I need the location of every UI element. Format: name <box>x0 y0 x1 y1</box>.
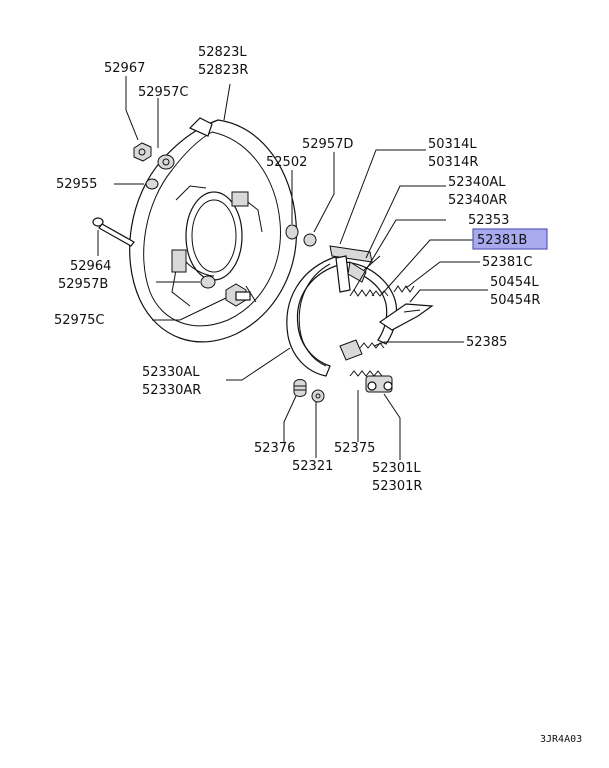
label-52964[interactable]: 52964 <box>70 259 111 274</box>
label-52957b[interactable]: 52957B <box>58 277 108 292</box>
diagram-code: 3JR4A03 <box>540 734 582 745</box>
label-52330ar[interactable]: 52330AR <box>142 383 201 398</box>
spring-52353[interactable] <box>349 289 375 297</box>
label-52823l[interactable]: 52823L <box>198 45 247 60</box>
label-52502[interactable]: 52502 <box>266 155 307 170</box>
nut-52957c[interactable] <box>157 154 175 170</box>
plug-52957b[interactable] <box>200 275 216 289</box>
label-52381b[interactable]: 52381B <box>477 233 527 248</box>
label-52301r[interactable]: 52301R <box>372 479 422 494</box>
leader-lines <box>97 76 488 460</box>
adjuster-52385[interactable] <box>339 339 385 361</box>
spring-52381b[interactable] <box>371 290 389 297</box>
plug-52502[interactable] <box>285 224 299 240</box>
backing-plate[interactable] <box>129 117 298 343</box>
label-52957d[interactable]: 52957D <box>302 137 353 152</box>
highlight-52381b <box>472 228 548 250</box>
cup-52321[interactable] <box>311 389 325 403</box>
label-52957c[interactable]: 52957C <box>138 85 188 100</box>
label-50454l[interactable]: 50454L <box>490 275 539 290</box>
label-52340al[interactable]: 52340AL <box>448 175 506 190</box>
spring-52381c[interactable] <box>393 285 415 293</box>
lever-50314[interactable] <box>329 245 373 293</box>
label-52340ar[interactable]: 52340AR <box>448 193 507 208</box>
label-52381c[interactable]: 52381C <box>482 255 532 270</box>
nut-52967[interactable] <box>133 142 152 162</box>
plug-52955[interactable] <box>145 178 159 190</box>
plug-52957d[interactable] <box>303 233 317 247</box>
label-52301l[interactable]: 52301L <box>372 461 421 476</box>
label-50454r[interactable]: 50454R <box>490 293 540 308</box>
label-52385[interactable]: 52385 <box>466 335 507 350</box>
bracket-50454[interactable] <box>378 303 434 331</box>
spring-52376[interactable] <box>293 379 307 397</box>
label-52955[interactable]: 52955 <box>56 177 97 192</box>
spring-52375[interactable] <box>349 370 383 377</box>
bolt-52964[interactable] <box>92 217 135 247</box>
label-52975c[interactable]: 52975C <box>54 313 104 328</box>
label-52330al[interactable]: 52330AL <box>142 365 200 380</box>
brake-shoe[interactable] <box>286 255 398 377</box>
label-52353[interactable]: 52353 <box>468 213 509 228</box>
label-52376[interactable]: 52376 <box>254 441 295 456</box>
label-52321[interactable]: 52321 <box>292 459 333 474</box>
label-52823r[interactable]: 52823R <box>198 63 248 78</box>
part-labels: 52823L 52823R 52967 52957C 52955 52964 5… <box>54 45 540 494</box>
label-50314l[interactable]: 50314L <box>428 137 477 152</box>
label-52967[interactable]: 52967 <box>104 61 145 76</box>
bolt-52975c[interactable] <box>225 283 251 307</box>
label-50314r[interactable]: 50314R <box>428 155 478 170</box>
label-52375[interactable]: 52375 <box>334 441 375 456</box>
cylinder-52301[interactable] <box>365 375 393 393</box>
